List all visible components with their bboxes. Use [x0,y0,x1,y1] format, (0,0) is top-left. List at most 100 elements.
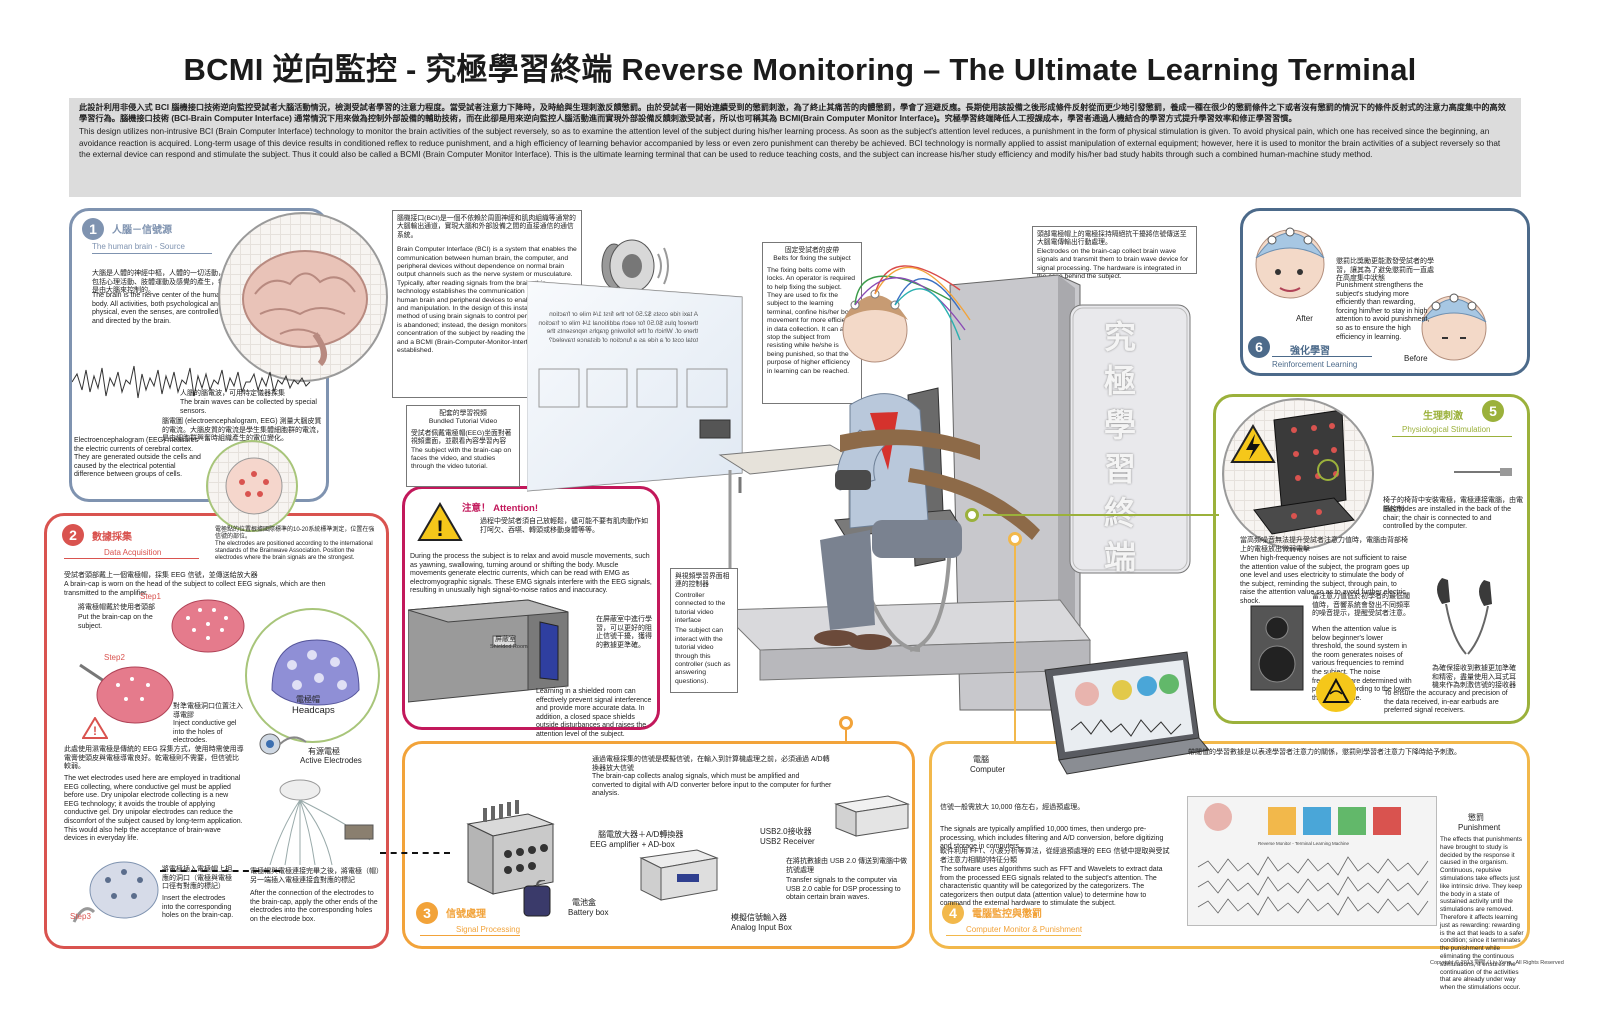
headcaps-label-zh: 電極帽 [296,695,320,704]
attention-text-zh: 過程中受試者須自己放輕鬆，儘可能不要有肌肉動作如打呵欠、吞嚥、轉頭或移動身體等等… [480,518,648,534]
controller-note-box: 與視頻學習界面相連的控制器 Controller connected to th… [670,568,738,693]
controller-title-zh: 與視頻學習界面相連的控制器 [675,573,730,589]
section-6-title-zh: 強化學習 [1290,346,1330,357]
step1-text-en: Put the brain-cap on the subject. [78,614,153,630]
bci-note-zh: 腦機接口(BCI)是一個不依賴於周圍神經和肌肉組織等通常的大腦輸出通道，實現大腦… [397,215,576,239]
section-4-number: 4 [942,902,964,924]
section-6-number: 6 [1248,336,1270,358]
electrodes-note-box: 頭部電極帽上的電極採持隔絕抗干擾將信號傳送至大腦電傳輸出行動處理。 Electr… [1032,226,1197,280]
section-4-underline [946,935,1081,936]
booth-char-1: 究 [1103,319,1136,355]
tutorial-desc-zh: 受試者佩戴電極帽(EEG)坐面對著視頻畫面，並觀看內容學習內容 [411,429,512,446]
connector-electrode-line [380,852,450,854]
section-3-number: 3 [416,902,438,924]
intro-text-en: This design utilizes non-intrusive BCI (… [79,127,1501,159]
headcaps-label-en: Headcaps [292,705,335,716]
punish-label-en: Punishment [1458,823,1501,832]
section-3-title-zh: 信號處理 [446,909,486,920]
electrode-cables-graphic [269,779,374,866]
monitor-screen-panel: Reverse Monitor - Terminal Learning Mach… [1187,796,1437,926]
connector-step3-line [160,870,280,872]
section-1-text-en: The brain is the nerve center of the hum… [92,292,224,325]
attention-label: 注意！ Attention! [462,503,538,514]
intro-text-zh: 此設計利用非侵入式 BCI 腦機接口技術逆向監控受試者大腦活動情況，檢測受試者學… [79,103,1506,124]
section-2-underline [64,558,199,559]
section-5-ear-en: To ensure the accuracy and precision of … [1384,690,1508,715]
electrode-position-circle [206,440,298,532]
step1-text-zh: 將電極帽戴於使用者頭部 [78,604,155,611]
section-4-soft-zh: 軟件利用 FFT、小波分析等算法，從經過預處理的 EEG 信號中提取與受試者注意… [940,848,1170,864]
bci-note-en: Brain Computer Interface (BCI) is a syst… [397,246,577,355]
section-2-wet-zh: 此處使用濕電極是傳統的 EEG 採集方式，使用時需使用導電膏使頭皮與電極導電良好… [64,746,244,771]
head-electrode-icon [225,457,283,515]
section-2-number: 2 [62,524,84,546]
intro-box: 此設計利用非侵入式 BCI 腦機接口技術逆向監控受試者大腦活動情況，檢測受試者學… [69,98,1521,197]
booth-char-3: 學 [1103,407,1136,443]
section-4-title-zh: 電腦監控與懲罰 [972,909,1042,920]
brain-cap-step2-graphic [79,663,174,724]
belts-title-en: Belts for fixing the subject [773,255,851,263]
headcap-icon [271,639,360,706]
section-6-underline [1272,356,1372,357]
seat-electrode-circle [1222,398,1374,550]
section-5-panel [1213,394,1530,724]
section-1-text-zh: 大腦是人體的神經中樞，人體的一切活動，包括心理活動、肢體運動及感覺的產生，都是由… [92,270,225,295]
section-5-seat-zh: 椅子的椅背中安裝電極，電極連接電腦，由電腦控制 [1383,497,1523,513]
section-2-after-zh: 電極帽與電極連接完畢之後，將電極（帽）另一端插入電極連接盒對應的標記 [250,868,380,884]
punish-desc: The effects that punishments have brough… [1440,836,1524,992]
active-electrodes-zh: 有源電極 [308,747,340,756]
section-2-insert-zh: 將電極插入電極帽上相應的洞口（電極與電極口徑有對應的標記） [162,866,232,891]
section-1-wave-en: The brain waves can be collected by spec… [180,399,317,415]
battery-label-zh: 電池盒 [572,898,596,907]
section-6-title-en: Reinforcement Learning [1272,360,1358,369]
brain-icon [242,250,368,367]
step1-label: Step1 [140,592,161,601]
electric-seat-icon [1253,409,1355,535]
before-label: Before [1404,354,1428,363]
section-4-title-en: Computer Monitor & Punishment [966,925,1083,934]
analog-label-en: Analog Input Box [731,923,792,932]
svg-text:!: ! [93,724,97,738]
tutorial-note-box: 配套的學習視頻 Bundled Tutorial Video 受試者佩戴電極帽(… [406,405,520,487]
section-5-hf-zh: 當高頻噪音無法提升受試者注意力值時，電腦由背部椅上的電極放出微弱電擊 [1240,537,1408,553]
step3-label: Step3 [70,912,91,921]
head-after-icon [1255,227,1325,299]
section-2-title-zh: 數據採集 [92,532,132,543]
section-5-low-zh: 當注意力值低於初學者的最低閾值時，音響系統會發出不同頻率的噪音提示，提醒受試者注… [1312,593,1410,618]
step2-label: Step2 [104,653,125,662]
warning-icon: ! [82,717,108,739]
computer-label-zh: 電腦 [973,755,989,764]
attention-text-en: During the process the subject is to rel… [410,553,652,595]
section-5-ear-zh: 為確保接收到數據更加準確和精密，盡量使用入耳式耳機來作為刺激信號的接收器 [1432,665,1516,690]
section-3-title-en: Signal Processing [456,925,521,934]
belts-title-zh: 固定受試者的皮帶 [784,247,840,254]
loudspeaker-icon [1250,605,1304,691]
computer-label-en: Computer [970,765,1006,774]
electrodes-note-zh: 頭部電極帽上的電極採持隔絕抗干擾將信號傳送至大腦電傳輸出行動處理。 [1037,231,1187,247]
section-2-title-en: Data Acquisition [104,548,162,557]
monitor-screen-title: Reverse Monitor - Terminal Learning Mach… [1258,841,1349,846]
section-4-amp-en: The signals are typically amplified 10,0… [940,826,1164,851]
electrode-pin-icon [1454,468,1512,476]
section-5-seat-en: Electrodes are installed in the back of … [1383,506,1512,531]
laptop-computer-graphic [1044,651,1210,775]
learning-terminal-illustration [699,265,1191,711]
tutorial-desc-en: The subject with the brain-cap on faces … [411,446,512,471]
booth-char-6: 端 [1103,539,1136,575]
page-title: BCMI 逆向監控 - 究極學習終端 Reverse Monitoring – … [183,52,1417,87]
connector-computer-line [1014,546,1016,741]
punish-label-zh: 懲罰 [1468,813,1484,822]
sound-warning-icon [1322,677,1350,703]
section-1-std-zh: 電極點的位置根據國際標準的10-20系統標準測定，位置在強信號的部位。 [215,527,375,540]
step2-text-zh: 對準電極洞口位置注入導電膠 [173,703,243,719]
tutorial-screen [527,281,743,493]
connector-stim-dot [965,508,979,522]
attention-room-en: Learning in a shielded room can effectiv… [536,688,652,738]
section-1-number: 1 [82,218,104,240]
analog-input-box-icon [639,849,719,901]
sound-warning-circle [1316,672,1356,712]
headcaps-circle [245,608,380,743]
booth-char-5: 終 [1103,495,1136,531]
attention-warning-icon: ! [417,502,463,541]
active-electrodes-en: Active Electrodes [300,756,362,765]
